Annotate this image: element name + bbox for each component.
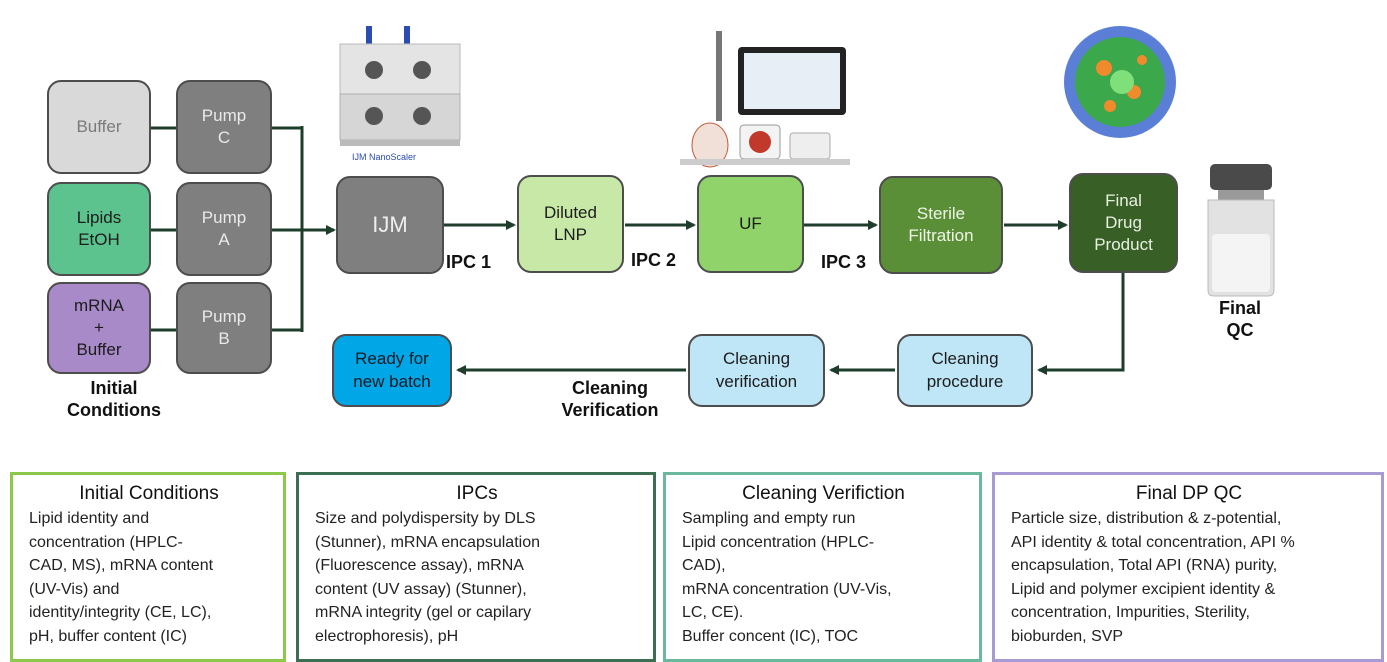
uf-device-image: [680, 31, 850, 168]
lnp-particle-image: [1064, 26, 1176, 138]
uf-box: UF: [697, 175, 804, 273]
panel-title: IPCs: [456, 483, 498, 504]
panel-title: Initial Conditions: [79, 483, 219, 504]
final-qc-label: Final QC: [1218, 298, 1261, 340]
ipc2-label: IPC 2: [631, 250, 677, 270]
panel-title: Cleaning Verifiction: [742, 483, 905, 504]
ready-new-batch-box: Ready for new batch: [332, 334, 452, 407]
panel-body: Sampling and empty run Lipid concentrati…: [682, 510, 892, 645]
panel-body: Particle size, distribution & z-potentia…: [1011, 510, 1295, 645]
panel-initial-conditions: Initial Conditions Lipid identity and co…: [10, 472, 286, 662]
cleaning-verification-box: Cleaning verification: [688, 334, 825, 407]
panel-final-dp-qc: Final DP QC Particle size, distribution …: [992, 472, 1384, 662]
lipids-etoh-box: Lipids EtOH: [47, 182, 151, 276]
panel-cleaning-verification: Cleaning Verifiction Sampling and empty …: [663, 472, 982, 662]
pump-a-box: Pump A: [176, 182, 272, 276]
panel-body: Lipid identity and concentration (HPLC- …: [29, 510, 214, 645]
cleaning-procedure-box: Cleaning procedure: [897, 334, 1033, 407]
mrna-buffer-box: mRNA + Buffer: [47, 282, 151, 374]
ijm-nanoscaler-caption: IJM NanoScaler: [352, 152, 417, 162]
panel-title: Final DP QC: [1135, 483, 1243, 504]
cleaning-verification-label: Cleaning Verification: [561, 378, 659, 420]
sterile-filtration-box: Sterile Filtration: [879, 176, 1003, 274]
diluted-lnp-box: Diluted LNP: [517, 175, 624, 273]
ipc3-label: IPC 3: [821, 252, 867, 272]
initial-conditions-label: Initial Conditions: [67, 378, 161, 420]
vial-image: [1207, 164, 1275, 297]
ipc1-label: IPC 1: [446, 252, 492, 272]
final-drug-product-box: Final Drug Product: [1069, 173, 1178, 273]
ijm-instrument-image: [339, 26, 461, 146]
pump-b-box: Pump B: [176, 282, 272, 374]
buffer-box: Buffer: [47, 80, 151, 174]
pump-c-box: Pump C: [176, 80, 272, 174]
panel-body: Size and polydispersity by DLS (Stunner)…: [315, 510, 540, 645]
ijm-box: IJM: [336, 176, 444, 274]
panel-ipcs: IPCs Size and polydispersity by DLS (Stu…: [296, 472, 656, 662]
